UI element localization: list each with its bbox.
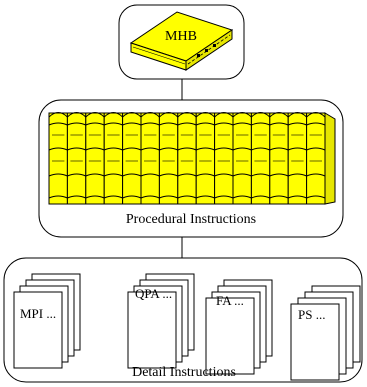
ps-label: PS ...	[298, 307, 325, 322]
handbook-icon	[129, 11, 234, 71]
mpi-document-stack: MPI ...	[13, 273, 81, 369]
fa-label: FA ...	[216, 293, 244, 308]
binder-spine	[103, 112, 124, 205]
binder-spine	[306, 112, 326, 205]
qpa-label: QPA ...	[135, 286, 172, 301]
mhb-label: MHB	[165, 29, 197, 44]
binder-spine	[48, 112, 68, 205]
mhb-box: MHB	[118, 4, 245, 80]
detail-box: MPI ... QPA ... FA ... PS ... Detail Ins…	[3, 257, 363, 383]
binder-spine	[287, 112, 308, 205]
ps-document-stack: PS ...	[290, 285, 361, 381]
binder-spine	[85, 112, 105, 205]
detail-caption: Detail Instructions	[132, 365, 236, 380]
binder-spine	[232, 112, 252, 205]
binder-spine	[66, 112, 87, 205]
qpa-document-stack: QPA ...	[127, 273, 195, 369]
procedural-box: Procedural Instructions	[38, 99, 344, 238]
fa-document-stack: FA ...	[205, 279, 273, 375]
binder-spine	[269, 112, 289, 205]
mpi-label: MPI ...	[20, 306, 56, 321]
binder-shelf-icon	[48, 112, 336, 205]
binder-spine	[250, 112, 271, 205]
binder-spine	[158, 112, 179, 205]
binder-spine	[177, 112, 197, 205]
binder-spine	[140, 112, 160, 205]
binder-spine	[195, 112, 216, 205]
binder-spine	[122, 112, 142, 205]
binder-spine	[214, 112, 234, 205]
procedural-caption: Procedural Instructions	[126, 212, 256, 227]
